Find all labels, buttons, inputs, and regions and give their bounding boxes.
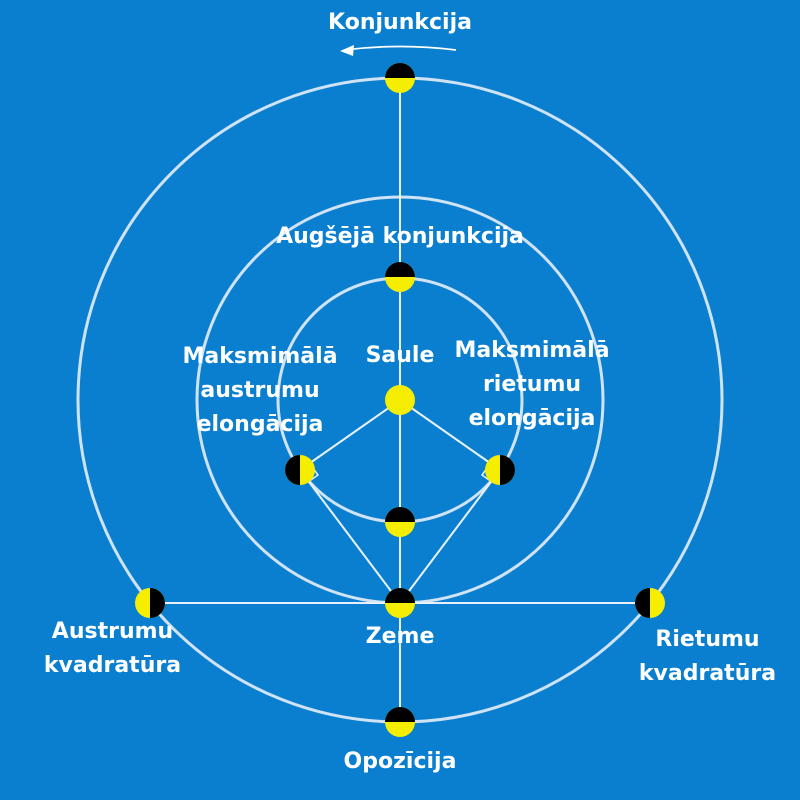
earth-to-east-elongation-line	[299, 469, 401, 604]
planet-conjunction-icon	[385, 63, 415, 93]
planet-east-elongation-icon	[285, 455, 315, 485]
planet-west-elongation-icon	[485, 455, 515, 485]
earth-label: Zeme	[365, 624, 435, 649]
counterclockwise-arrow-icon	[340, 45, 457, 56]
max-east-elongation-line-1: Maksmimālā	[182, 344, 338, 369]
earth-icon	[385, 588, 415, 618]
planet-inferior-conjunction-icon	[385, 507, 415, 537]
planet-west-quadrature-icon	[635, 588, 665, 618]
max-east-elongation-line-3: elongācija	[196, 412, 324, 437]
max-east-elongation-label: Maksmimālā austrumu elongācija	[165, 340, 355, 442]
sun-icon	[385, 385, 415, 415]
sun-label: Saule	[365, 343, 435, 368]
east-quadrature-label: Austrumu kvadratūra	[30, 615, 195, 683]
west-quadrature-label: Rietumu kvadratūra	[620, 623, 795, 691]
earth-to-west-elongation-line	[399, 469, 501, 604]
max-east-elongation-line-2: austrumu	[200, 378, 320, 403]
planet-superior-conjunction-icon	[385, 262, 415, 292]
max-west-elongation-line-2: rietumu	[482, 372, 582, 397]
sun-to-west-elongation-line	[399, 399, 501, 471]
west-quadrature-line-2: kvadratūra	[638, 661, 777, 686]
conjunction-label: Konjunkcija	[328, 10, 472, 35]
east-quadrature-line-1: Austrumu	[51, 619, 174, 644]
east-quadrature-line-2: kvadratūra	[43, 653, 182, 678]
west-quadrature-line-1: Rietumu	[655, 627, 760, 652]
max-west-elongation-label: Maksmimālā rietumu elongācija	[437, 334, 627, 436]
planet-east-quadrature-icon	[135, 588, 165, 618]
max-west-elongation-line-3: elongācija	[468, 406, 596, 431]
max-west-elongation-line-1: Maksmimālā	[454, 338, 610, 363]
sun-to-east-elongation-line	[299, 399, 401, 471]
opposition-label: Opozīcija	[343, 749, 457, 774]
superior-conjunction-label: Augšējā konjunkcija	[276, 224, 524, 249]
planet-opposition-icon	[385, 707, 415, 737]
